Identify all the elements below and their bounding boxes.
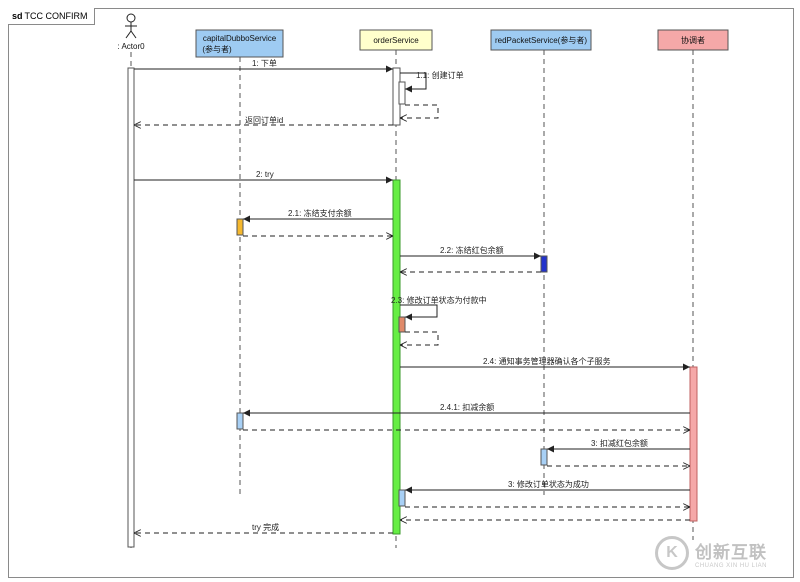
- participant-capital-role: (参与者): [202, 44, 232, 54]
- participant-redpacket: redPacketService(参与者): [490, 29, 592, 51]
- msg-2-4-1-label: 2.4.1: 扣减余额: [440, 402, 494, 412]
- participant-coordinator: 协调者: [657, 29, 729, 51]
- frame-title: TCC CONFIRM: [24, 11, 88, 21]
- frame-keyword: sd: [12, 11, 23, 21]
- msg-1-label: 1: 下单: [252, 58, 277, 68]
- activation-actor: [127, 67, 135, 548]
- actor-icon: [125, 13, 137, 39]
- diagram-frame: [8, 8, 794, 578]
- activation-capital-freeze: [236, 218, 244, 236]
- msg-2-3-return: [400, 331, 439, 345]
- activation-order-status: [398, 316, 406, 333]
- msg-2-1-label: 2.1: 冻结支付余额: [288, 208, 352, 218]
- activation-order-try: [392, 179, 401, 535]
- msg-3b-label: 3: 修改订单状态为成功: [508, 479, 589, 489]
- watermark-text-cn: 创新互联: [695, 542, 767, 563]
- msg-3a-label: 3: 扣减红包余额: [591, 438, 648, 448]
- activation-redpacket-freeze: [540, 255, 548, 273]
- participant-capital: capitalDubboService (参与者): [195, 29, 284, 58]
- msg-done-label: try 完成: [252, 522, 279, 532]
- msg-1-1-label: 1.1: 创建订单: [416, 70, 464, 80]
- participant-order: orderService: [359, 29, 433, 51]
- activation-coordinator: [689, 366, 698, 522]
- msg-2-4-label: 2.4: 通知事务管理器确认各个子服务: [483, 356, 611, 366]
- msg-2-label: 2: try: [256, 170, 274, 179]
- watermark: K 创新互联 CHUANG XIN HU LIAN: [655, 530, 795, 576]
- actor-label: : Actor0: [117, 42, 145, 51]
- msg-1-return-label: 返回订单id: [245, 115, 283, 125]
- watermark-text-en: CHUANG XIN HU LIAN: [695, 562, 768, 569]
- activation-order-confirm: [398, 489, 406, 507]
- msg-2-2-label: 2.2: 冻结红包余额: [440, 245, 504, 255]
- watermark-logo-icon: K: [655, 536, 689, 570]
- activation-capital-confirm: [236, 412, 244, 430]
- msg-1-1-arrow: [400, 72, 427, 93]
- participant-coordinator-name: 协调者: [681, 35, 705, 45]
- activation-redpacket-confirm: [540, 448, 548, 466]
- participant-redpacket-name: redPacketService(参与者): [495, 35, 587, 45]
- msg-2-3-label: 2.3: 修改订单状态为付款中: [391, 295, 487, 305]
- participant-order-name: orderService: [373, 36, 419, 45]
- activation-order-create-self: [398, 81, 406, 105]
- msg-1-1-return: [400, 104, 439, 118]
- participant-capital-name: capitalDubboService: [203, 34, 277, 43]
- message-arrows: [134, 65, 690, 533]
- msg-2-3-arrow: [400, 304, 438, 321]
